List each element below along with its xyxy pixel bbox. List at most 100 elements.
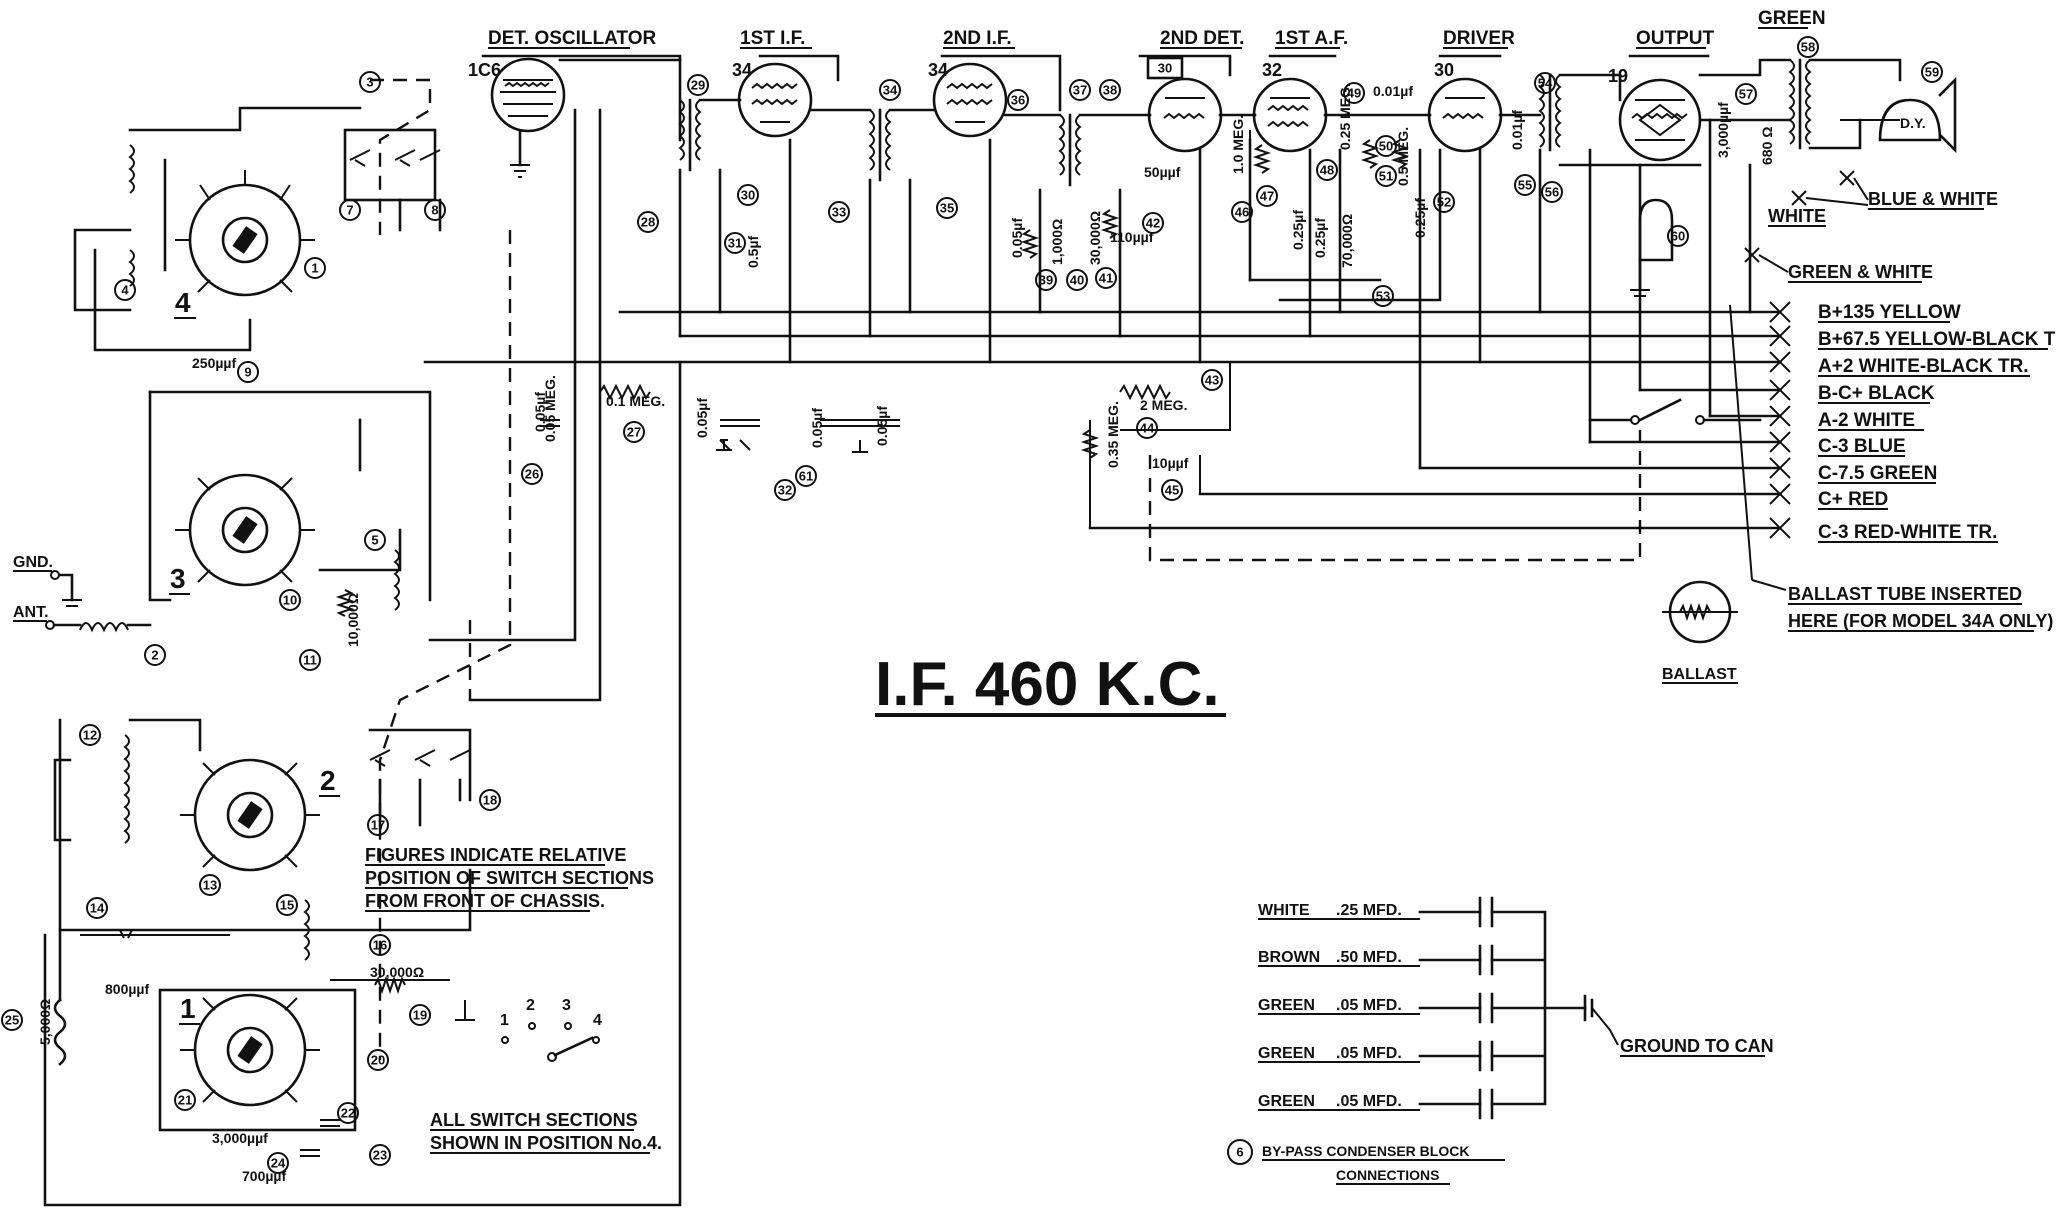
switch-section-1: 1 <box>158 899 406 1132</box>
battery-lead-labels: B+135 YELLOW B+67.5 YELLOW-BLACK TR. A+2… <box>1818 302 2056 543</box>
value-1000-ohm: 1,000Ω <box>1049 219 1065 265</box>
tube-type-34b: 34 <box>928 60 948 80</box>
svg-text:39: 39 <box>1039 273 1053 288</box>
tuning-gang-bottom <box>369 749 471 827</box>
svg-text:29: 29 <box>691 78 705 93</box>
value-cap-d: 0.05µf <box>874 406 890 446</box>
svg-text:59: 59 <box>1925 65 1939 80</box>
ballast: BALLAST BALLAST TUBE INSERTED HERE (FOR … <box>1630 198 2053 684</box>
value-70000-ohm: 70,000Ω <box>1339 214 1355 268</box>
position-indicator: 1 2 3 4 <box>500 997 602 1062</box>
svg-text:5: 5 <box>371 533 378 548</box>
part-marker: 12 <box>79 724 101 746</box>
part-marker: 60 <box>1667 225 1689 247</box>
switch-section-2: 2 <box>53 718 472 1002</box>
value-0-01uf-a: 0.01µf <box>1373 83 1413 99</box>
svg-text:45: 45 <box>1165 483 1179 498</box>
value-0-25uf-a: 0.25µf <box>1290 210 1306 250</box>
svg-text:2: 2 <box>151 648 158 663</box>
speaker: D.Y. <box>1808 58 1957 154</box>
speaker-ohms: 680 Ω <box>1759 127 1775 165</box>
ballast-note-2: HERE (FOR MODEL 34A ONLY) <box>1788 611 2053 631</box>
part-marker: 58 <box>1797 36 1819 58</box>
bypass-value: .25 MFD. <box>1336 902 1402 919</box>
svg-text:42: 42 <box>1146 216 1160 231</box>
bypass-row: GREEN .05 MFD. <box>1258 997 1402 1014</box>
part-marker: 41 <box>1095 267 1117 289</box>
part-markers: 3 7 8 1 4 9 5 10 11 2 12 13 14 15 16 17 … <box>1 36 1943 1174</box>
tube-output: 19 <box>1608 66 1702 162</box>
value-cap-a: 0.05µf <box>532 392 548 432</box>
ant-label: ANT. <box>13 604 49 621</box>
speaker-blue-white-label: BLUE & WHITE <box>1868 189 1998 209</box>
svg-text:27: 27 <box>627 425 641 440</box>
svg-text:26: 26 <box>525 467 539 482</box>
value-0-35meg: 0.35 MEG. <box>1105 401 1121 468</box>
svg-text:3: 3 <box>366 75 373 90</box>
svg-text:54: 54 <box>1538 76 1553 91</box>
svg-text:7: 7 <box>346 203 353 218</box>
part-marker: 49 <box>1343 82 1365 104</box>
lead-x-markers <box>1769 301 1791 539</box>
lead-b67-label: B+67.5 YELLOW-BLACK TR. <box>1818 329 2056 350</box>
stage-1st-if: 1ST I.F. <box>740 28 805 49</box>
value-cap-b: 0.05µf <box>694 398 710 438</box>
svg-text:35: 35 <box>940 201 954 216</box>
stage-green-top: GREEN <box>1758 8 1826 29</box>
tuning-gang-top <box>343 128 442 232</box>
part-marker: 50 <box>1375 135 1397 157</box>
svg-text:37: 37 <box>1073 83 1087 98</box>
svg-text:20: 20 <box>371 1053 385 1068</box>
part-marker: 24 <box>267 1152 289 1174</box>
svg-text:1: 1 <box>311 261 318 276</box>
part-marker: 38 <box>1099 79 1121 101</box>
part-marker: 11 <box>299 649 321 671</box>
part-marker: 16 <box>369 934 391 956</box>
tube-driver: 30 <box>1427 60 1503 153</box>
speaker-green-white-label: GREEN & WHITE <box>1788 262 1933 282</box>
part-marker: 32 <box>774 479 796 501</box>
main-title-group: I.F. 460 K.C. <box>875 650 1226 719</box>
part-marker: 8 <box>424 199 446 221</box>
speaker-white-label: WHITE <box>1768 206 1826 226</box>
part-marker: 44 <box>1136 417 1158 439</box>
bypass-caption-marker: 6 <box>1236 1145 1243 1160</box>
part-marker: 59 <box>1921 61 1943 83</box>
svg-text:13: 13 <box>203 878 217 893</box>
svg-text:34: 34 <box>883 83 898 98</box>
value-30000-ohm: 30,000Ω <box>1087 211 1103 265</box>
part-marker: 35 <box>936 197 958 219</box>
part-marker: 5 <box>364 529 386 551</box>
part-marker: 55 <box>1514 174 1536 196</box>
part-marker: 31 <box>724 232 746 254</box>
svg-text:50: 50 <box>1379 139 1393 154</box>
part-marker: 3 <box>359 71 381 93</box>
stage-det-oscillator: DET. OSCILLATOR <box>488 28 656 49</box>
stage-2nd-det: 2ND DET. <box>1160 28 1244 49</box>
ground-to-can-label: GROUND TO CAN <box>1620 1036 1774 1056</box>
svg-text:8: 8 <box>431 203 438 218</box>
part-marker: 34 <box>879 79 901 101</box>
svg-text:38: 38 <box>1103 83 1117 98</box>
all-switch-note-2: SHOWN IN POSITION No.4. <box>430 1133 662 1153</box>
figures-note-3: FROM FRONT OF CHASSIS. <box>365 891 605 911</box>
part-marker: 53 <box>1372 285 1394 307</box>
part-marker: 7 <box>339 199 361 221</box>
bypass-row: BROWN .50 MFD. <box>1258 949 1402 966</box>
bypass-color: WHITE <box>1258 902 1310 919</box>
value-0-5meg: 0.5 MEG. <box>1395 127 1411 186</box>
lead-c75-green-label: C-7.5 GREEN <box>1818 463 1937 484</box>
svg-text:56: 56 <box>1545 185 1559 200</box>
value-0-05uf-if: 0.05µf <box>1009 218 1025 258</box>
svg-text:19: 19 <box>413 1008 427 1023</box>
part-marker: 4 <box>114 279 136 301</box>
value-800uuf: 800µµf <box>105 981 149 997</box>
svg-text:36: 36 <box>1011 93 1025 108</box>
value-0-05meg: 0.05 MEG. <box>542 375 558 442</box>
svg-text:11: 11 <box>303 653 317 668</box>
all-switch-note-1: ALL SWITCH SECTIONS <box>430 1110 638 1130</box>
top-rails <box>558 58 1792 302</box>
tube-det-osc: 1C6 <box>468 57 566 178</box>
figures-note-1: FIGURES INDICATE RELATIVE <box>365 845 626 865</box>
